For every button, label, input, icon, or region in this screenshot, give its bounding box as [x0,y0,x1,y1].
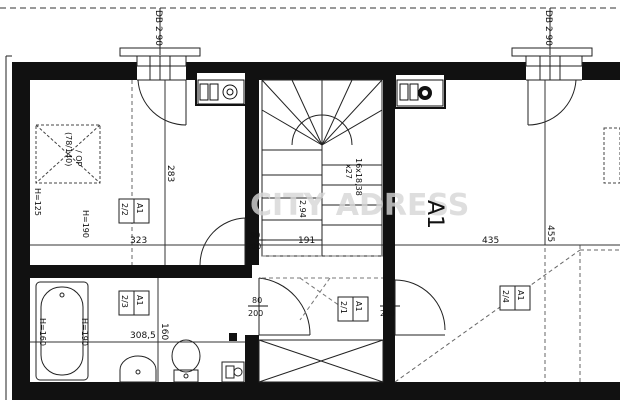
room-tag-2-4: A1 2/4 [499,285,531,311]
dim-283: 283 [165,165,175,182]
stairs-height: 2,94 [298,200,307,218]
vent-right: DB 2 90 [511,8,593,81]
window-swing-right [527,79,577,126]
stairs-label-2: x27 [344,164,353,179]
svg-text:200: 200 [246,242,261,251]
dim-308: 308,5 [130,331,156,341]
apartment-label: A1 [422,200,447,229]
dim-160: 160 [159,323,169,340]
svg-text:80: 80 [250,231,260,240]
door-size-1: 80 200 [246,231,266,251]
room-tag-2-2: A1 2/2 [118,198,150,224]
room-tag-2-1: A1 2/1 [337,296,369,322]
dimension-lines [30,80,620,382]
vent-label: DB 2 90 [543,10,553,46]
height-label: H=160 [38,318,47,346]
svg-text:A1: A1 [354,301,363,312]
stairs-label: 16x18,38 [354,158,363,196]
svg-text:2/3: 2/3 [120,295,129,308]
stairs [261,79,383,257]
toilet-icon [171,339,201,383]
height-label: H=190 [81,210,90,238]
vent-label: DB 2 90 [153,10,163,46]
washing-machine-icon [197,79,245,105]
svg-text:A1: A1 [135,203,144,214]
svg-text:A1: A1 [516,290,525,301]
height-label: H=125 [33,188,42,216]
svg-text:200: 200 [380,309,395,318]
svg-text:2/2: 2/2 [120,203,129,216]
small-square-icon [229,333,237,341]
dim-455: 455 [545,225,555,242]
storage-box [258,339,384,383]
svg-text:200: 200 [248,309,263,318]
dim-323: 323 [130,236,147,246]
sink-icon [119,355,157,383]
vent-left: DB 2 90 [119,8,201,81]
dim-191: 191 [298,236,315,246]
exterior-walls [12,62,620,400]
door-3 [394,279,446,336]
door-1 [199,217,246,266]
drain-icon [221,361,245,383]
hallway-dashes [262,255,383,321]
svg-text:2/1: 2/1 [339,301,348,314]
skylight-size: (78/140) [64,132,73,166]
svg-text:80: 80 [384,296,394,305]
interior-walls [30,71,446,386]
svg-text:80: 80 [252,296,262,305]
room-tag-2-3: A1 2/3 [118,290,150,316]
svg-text:A1: A1 [135,295,144,306]
door-size-3: 80 200 [380,296,400,318]
skylight-right [603,127,620,184]
height-label: H=190 [80,318,89,346]
boiler-icon [396,79,444,107]
skylight-label: / OP [74,150,83,167]
svg-text:2/4: 2/4 [501,290,510,303]
window-swing-left [137,79,187,126]
skylight [35,124,101,184]
dim-435: 435 [482,236,499,246]
bathtub-icon [35,281,89,381]
door-size-2: 80 200 [248,296,268,318]
watermark: CITY ADRESS [250,188,469,223]
